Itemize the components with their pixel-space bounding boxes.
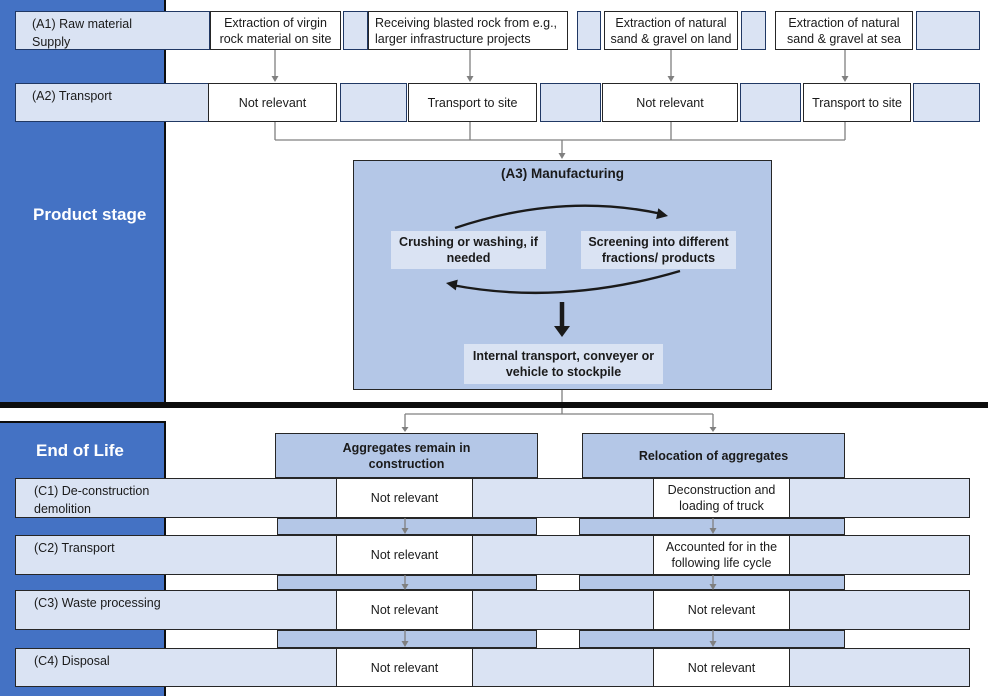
col-connector-segment — [579, 575, 845, 590]
row-c1-band: (C1) De-construction demolition — [15, 478, 970, 518]
c3-relocation-box: Not relevant — [653, 590, 790, 630]
screening-text: Screening into different fractions/ prod… — [588, 235, 729, 265]
section-divider — [0, 402, 988, 408]
row-c2-label: (C2) Transport — [34, 541, 115, 555]
a1-cell-sand-gravel-at-sea: Extraction of natural sand & gravel at s… — [775, 11, 913, 50]
row-a1-label: (A1) Raw material Supply — [32, 17, 133, 49]
row-c1-label: (C1) De-construction demolition — [34, 484, 150, 516]
c4-remain-text: Not relevant — [370, 660, 439, 675]
a2-cell-text: Not relevant — [238, 95, 307, 110]
row-c2-band: (C2) Transport — [15, 535, 970, 575]
c1-remain-text: Not relevant — [370, 491, 439, 505]
a1-cell-text: Extraction of natural sand & gravel on l… — [610, 15, 732, 46]
row-c3-label: (C3) Waste processing — [34, 596, 161, 610]
c1-remain-box: Not relevant — [336, 478, 473, 518]
a1-cell-sand-gravel-on-land: Extraction of natural sand & gravel on l… — [604, 11, 738, 50]
a3-title: (A3) Manufacturing — [501, 166, 624, 181]
a1-cell-text: Extraction of natural sand & gravel at s… — [787, 15, 901, 46]
header-relocation-text: Relocation of aggregates — [638, 448, 789, 463]
a1-cell-text: Receiving blasted rock from e.g., larger… — [375, 15, 558, 46]
c4-remain-box: Not relevant — [336, 648, 473, 687]
a1-cell-text: Extraction of virgin rock material on si… — [219, 15, 332, 46]
internal-transport-box: Internal transport, conveyer or vehicle … — [464, 344, 663, 384]
crushing-washing-box: Crushing or washing, if needed — [391, 231, 546, 269]
col-connector-segment — [277, 575, 537, 590]
c3-relocation-text: Not relevant — [687, 603, 756, 617]
product-stage-label: Product stage — [33, 205, 147, 224]
c4-relocation-box: Not relevant — [653, 648, 790, 687]
spacer-box — [577, 11, 601, 50]
c4-relocation-text: Not relevant — [687, 660, 756, 675]
product-stage-sidebar: Product stage — [0, 0, 166, 403]
a2-cell-not-relevant-2: Not relevant — [602, 83, 738, 122]
a2-cell-not-relevant-1: Not relevant — [208, 83, 337, 122]
end-of-life-label: End of Life — [36, 441, 124, 460]
spacer-box — [741, 11, 766, 50]
crushing-washing-text: Crushing or washing, if needed — [399, 235, 538, 265]
row-c4-label: (C4) Disposal — [34, 654, 110, 668]
row-a2-label-box: (A2) Transport — [15, 83, 210, 122]
spacer-box — [540, 83, 601, 122]
a2-cell-text: Transport to site — [427, 95, 518, 110]
header-aggregates-remain: Aggregates remain in construction — [275, 433, 538, 478]
spacer-box — [343, 11, 368, 50]
c2-remain-box: Not relevant — [336, 535, 473, 575]
c3-remain-text: Not relevant — [370, 603, 439, 617]
row-a1-label-box: (A1) Raw material Supply — [15, 11, 210, 50]
c3-remain-box: Not relevant — [336, 590, 473, 630]
row-c3-band: (C3) Waste processing — [15, 590, 970, 630]
col-connector-segment — [579, 630, 845, 648]
a2-cell-transport-to-site-1: Transport to site — [408, 83, 537, 122]
header-relocation: Relocation of aggregates — [582, 433, 845, 478]
spacer-box — [913, 83, 980, 122]
screening-box: Screening into different fractions/ prod… — [581, 231, 736, 269]
c1-relocation-text: Deconstruction and loading of truck — [667, 483, 776, 513]
a2-cell-text: Not relevant — [636, 95, 704, 110]
internal-transport-text: Internal transport, conveyer or vehicle … — [472, 349, 655, 379]
a2-cell-transport-to-site-2: Transport to site — [803, 83, 911, 122]
a1-cell-extraction-virgin-rock: Extraction of virgin rock material on si… — [210, 11, 341, 50]
c1-relocation-box: Deconstruction and loading of truck — [653, 478, 790, 518]
spacer-box — [340, 83, 407, 122]
a1-cell-receiving-blasted-rock: Receiving blasted rock from e.g., larger… — [368, 11, 568, 50]
col-connector-segment — [579, 518, 845, 535]
c2-relocation-text: Accounted for in the following life cycl… — [665, 540, 778, 570]
header-aggregates-remain-text: Aggregates remain in construction — [342, 440, 471, 471]
a3-manufacturing-box: (A3) Manufacturing Crushing or washing, … — [353, 160, 772, 390]
c2-relocation-box: Accounted for in the following life cycl… — [653, 535, 790, 575]
row-c4-band: (C4) Disposal — [15, 648, 970, 687]
a2-cell-text: Transport to site — [812, 95, 902, 110]
col-connector-segment — [277, 630, 537, 648]
spacer-box — [740, 83, 801, 122]
spacer-box — [916, 11, 980, 50]
col-connector-segment — [277, 518, 537, 535]
row-a2-label: (A2) Transport — [32, 89, 112, 103]
c2-remain-text: Not relevant — [370, 548, 439, 562]
